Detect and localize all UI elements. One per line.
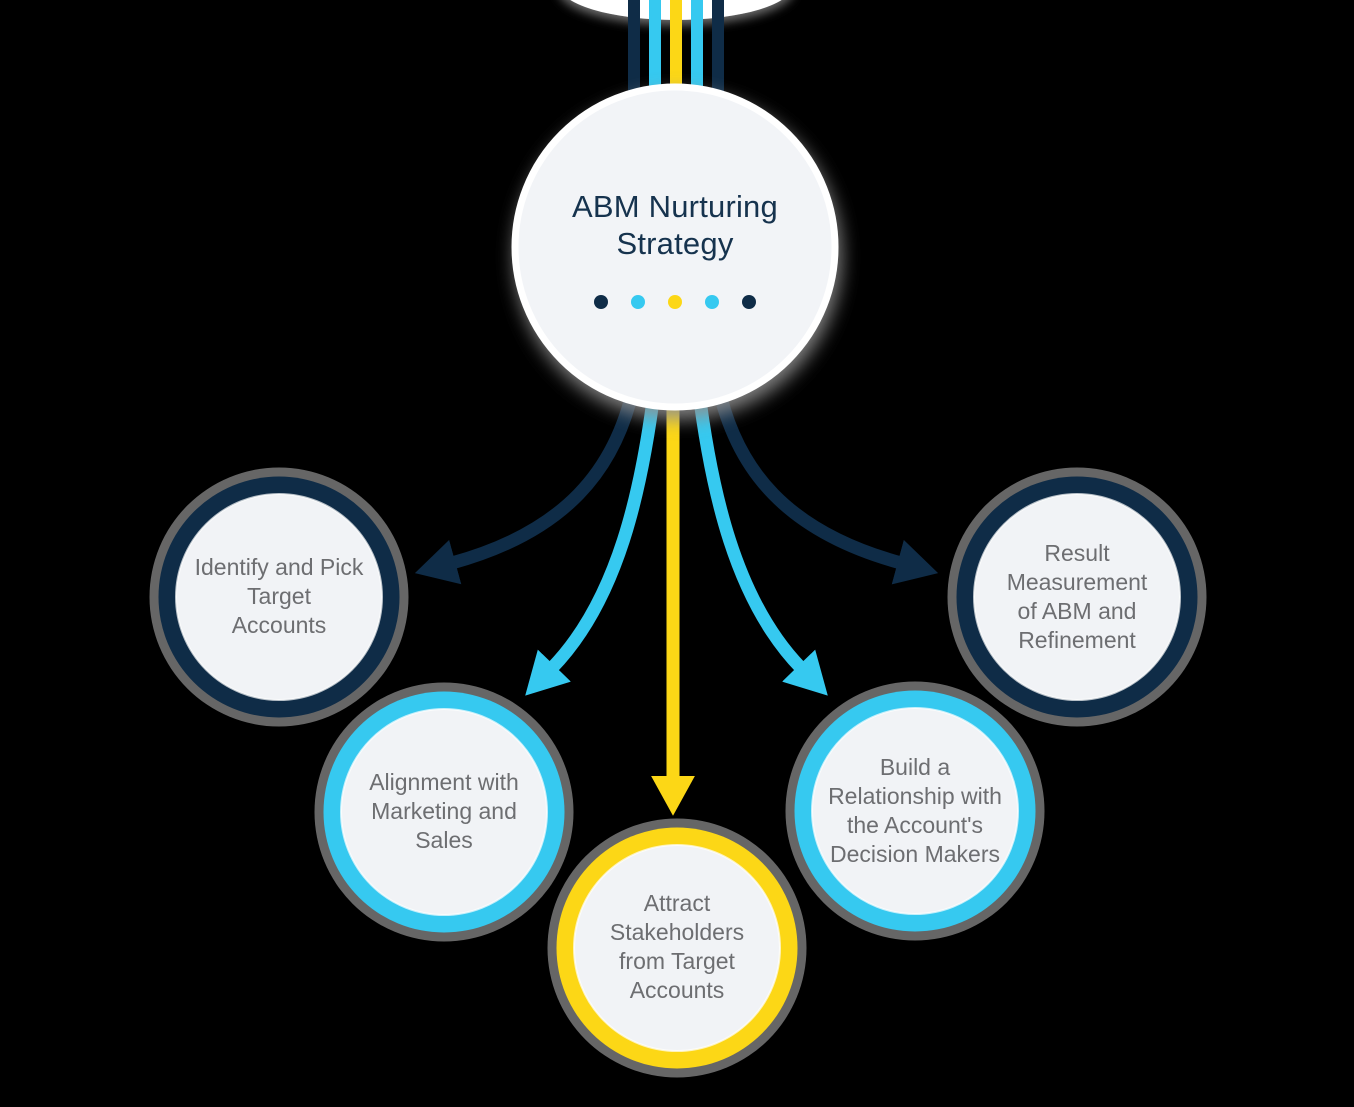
connector-arrows xyxy=(414,383,939,816)
node-result-face xyxy=(973,493,1181,701)
hub-title-line: ABM Nurturing xyxy=(572,189,778,224)
arrow-to-result xyxy=(711,383,939,585)
node-result-label: Result Measurement of ABM and Refinement xyxy=(967,539,1187,655)
label-line: from Target xyxy=(619,948,735,974)
label-line: the Account's xyxy=(846,812,984,838)
hub-dot-yellow-icon xyxy=(668,295,682,309)
node-alignment-face xyxy=(340,708,548,916)
node-result-circle xyxy=(947,467,1207,727)
label-line: Sales xyxy=(415,827,473,853)
label-line: Refinement xyxy=(1018,627,1136,653)
label-line: Stakeholders xyxy=(609,919,745,945)
label-line: Decision Makers xyxy=(830,841,1000,867)
hub-dot-navy-icon xyxy=(742,295,756,309)
node-attract-face xyxy=(573,844,781,1052)
node-build-circle xyxy=(785,681,1045,941)
label-line: Relationship with xyxy=(828,783,1002,809)
ribbon-cyan-left xyxy=(649,0,661,112)
label-line: Attract xyxy=(643,890,711,916)
node-attract-label: Attract Stakeholders from Target Account… xyxy=(567,889,787,1005)
node-attract-circle xyxy=(547,818,807,1078)
hub-dot-navy-icon xyxy=(594,295,608,309)
node-identify-circle xyxy=(149,467,409,727)
label-line: Accounts xyxy=(231,612,327,638)
label-line: Identify and Pick xyxy=(194,554,364,580)
label-line: Marketing and xyxy=(371,798,517,824)
label-line: Build a xyxy=(879,754,951,780)
hub-dots xyxy=(535,295,815,309)
node-build-face xyxy=(811,707,1019,915)
ribbon-navy-left xyxy=(628,0,640,112)
node-alignment-label: Alignment with Marketing and Sales xyxy=(334,768,554,855)
hub-title-line: Strategy xyxy=(616,226,734,261)
label-line: of ABM and xyxy=(1017,598,1137,624)
arrow-to-identify xyxy=(414,383,641,585)
label-line: Accounts xyxy=(629,977,725,1003)
ribbon-cyan-right xyxy=(691,0,703,112)
arrow-to-build xyxy=(691,384,828,696)
node-alignment-circle xyxy=(314,682,574,942)
hub-dot-cyan-icon xyxy=(631,295,645,309)
arrow-to-alignment xyxy=(525,384,662,696)
label-line: Result xyxy=(1044,540,1110,566)
label-line: Target xyxy=(247,583,311,609)
node-build-label: Build a Relationship with the Account's … xyxy=(805,753,1025,869)
hub-dot-cyan-icon xyxy=(705,295,719,309)
node-identify-label: Identify and Pick Target Accounts xyxy=(169,553,389,640)
label-line: Measurement xyxy=(1006,569,1148,595)
hub-title: ABM Nurturing Strategy xyxy=(505,188,845,262)
node-identify-face xyxy=(175,493,383,701)
ribbon-navy-right xyxy=(712,0,724,112)
hub-circle xyxy=(511,83,839,411)
label-line: Alignment with xyxy=(369,769,519,795)
